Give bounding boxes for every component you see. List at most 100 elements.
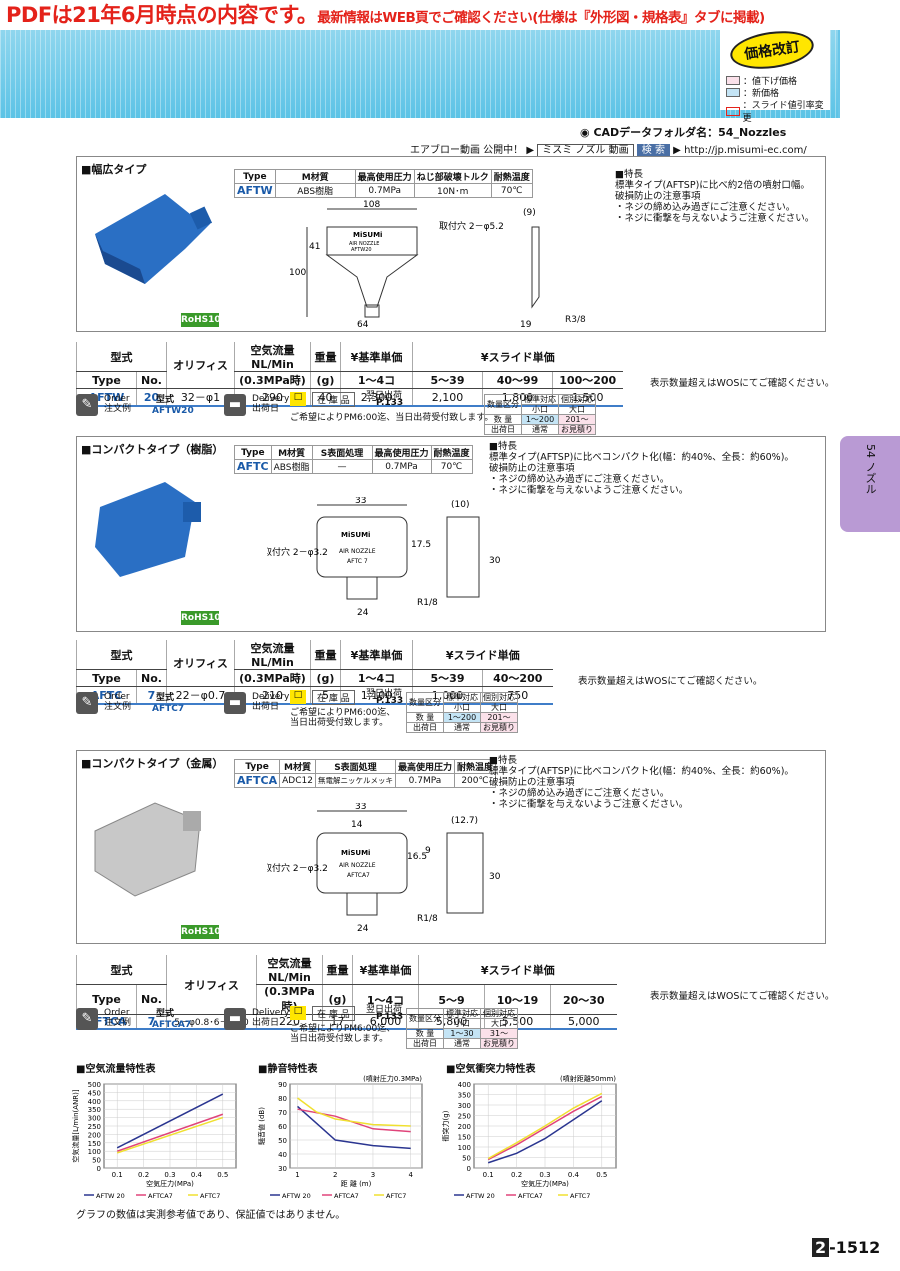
dim: 64 (357, 320, 369, 329)
legend-label: AFTW 20 (466, 1192, 495, 1200)
delivery-truck-icon: ▬ (224, 394, 246, 416)
pv: 17 (322, 1014, 353, 1030)
page-ref[interactable]: P.133 (376, 696, 404, 706)
delivery-desc: ご希望によりPM6:00迄、当日出荷受付致します。 (290, 413, 494, 423)
rohs-badge: RoHS10 (181, 925, 221, 939)
y-tick-label: 400 (88, 1098, 101, 1106)
q: 通常 (443, 722, 481, 733)
header-edge (838, 30, 840, 118)
logo-sub: AIR NOZZLE (339, 548, 376, 555)
q: 個別対応 (480, 692, 518, 703)
x-tick-label: 3 (371, 1171, 375, 1179)
box-icon: □ (290, 1006, 306, 1020)
pv: 2,300 (340, 388, 413, 407)
chart-note: (噴射距離50mm) (560, 1074, 616, 1083)
x-axis-label: 空気圧力(MPa) (521, 1179, 569, 1188)
t: Delivery (252, 692, 290, 702)
order-example: AFTW20 (152, 406, 194, 416)
airblow-label: エアブロー動画 公開中！ (410, 145, 524, 156)
y-tick-label: 500 (88, 1081, 101, 1089)
dim: 33 (355, 497, 366, 506)
q: 大口 (480, 702, 518, 713)
legend-text-2: ：新価格 (743, 89, 780, 99)
y-tick-label: 50 (92, 1157, 101, 1165)
pv: 5,000 (550, 1014, 617, 1030)
top-banner: PDFは21年6月時点の内容です。最新情報はWEB頁でご確認ください(仕様は『外… (0, 0, 900, 30)
y-tick-label: 30 (278, 1165, 287, 1173)
pv: 22－φ0.7 (166, 686, 235, 705)
legend-text-3: ：スライド値引率変更 (742, 101, 824, 124)
chart-title: ■空気流量特性表 (76, 1064, 156, 1075)
order-example: AFTC7 (152, 704, 185, 714)
mat-h: Type (234, 169, 276, 184)
section-title: ■コンパクトタイプ（樹脂） (81, 443, 224, 456)
ph: 重量 (310, 342, 341, 372)
dim: 108 (363, 200, 380, 210)
ph: No. (136, 371, 167, 389)
side-tab[interactable]: 54 ノズル (840, 436, 900, 532)
q: 1～30 (443, 1028, 481, 1039)
dim: 24 (357, 924, 369, 934)
page-ref[interactable]: P.133 (376, 1012, 404, 1022)
y-axis-label: 騒音値 (dB) (257, 1107, 266, 1145)
page-num: -1512 (829, 1238, 881, 1257)
hole-label: 取付穴 2－φ5.2 (439, 220, 504, 232)
ph: No. (136, 669, 167, 687)
ph: オリフィス (166, 640, 235, 687)
q: お見積り (480, 1038, 518, 1049)
next-day: 翌日出荷 (366, 391, 403, 401)
order-icon: ✎ (76, 1008, 98, 1030)
x-tick-label: 0.5 (217, 1171, 228, 1179)
x-tick-label: 2 (333, 1171, 337, 1179)
mat-v: 10N･m (413, 183, 492, 198)
ph: 空気流量NL/Min (256, 955, 323, 985)
dim: 100 (289, 268, 306, 278)
legend-label: AFTW 20 (96, 1192, 125, 1200)
page-ref[interactable]: P.133 (376, 398, 404, 408)
ph: 20～30 (550, 984, 617, 1015)
next-day: 翌日出荷 (366, 689, 403, 699)
pv: 32－φ1 (166, 388, 235, 407)
ph: 空気流量NL/Min (234, 342, 311, 372)
rohs-badge: RoHS10 (181, 611, 221, 625)
order-icon: ✎ (76, 692, 98, 714)
order-icon: ✎ (76, 394, 98, 416)
q: 標準対応 (443, 692, 481, 703)
section-title: ■コンパクトタイプ（金属） (81, 757, 224, 770)
y-tick-label: 250 (458, 1113, 471, 1121)
legend-swatch-2 (726, 88, 740, 97)
mat-v: 無電解ニッケルメッキ (314, 773, 396, 788)
q: 201～ (480, 712, 518, 723)
arrow-right-icon: ▶ (526, 145, 538, 156)
y-tick-label: 50 (462, 1155, 471, 1163)
drawing-aftca: 33 14 16.5 9 MiSUMi AIR NOZZLE AFTCA7 24… (267, 803, 501, 934)
series-line-aftw20 (297, 1105, 411, 1150)
arrow-right-icon: ▶ (673, 145, 681, 156)
ph: 空気流量NL/Min (234, 640, 311, 670)
cad-text: CADデータフォルダ名：54_Nozzles (593, 126, 787, 139)
mat-h: Type (234, 445, 272, 460)
wos-note: 表示数量超えはWOSにてご確認ください。 (650, 991, 835, 1002)
mat-v: ADC12 (279, 773, 316, 788)
dim: (12.7) (451, 816, 478, 826)
mat-v: ABS樹脂 (274, 183, 356, 198)
y-tick-label: 0 (467, 1165, 471, 1173)
x-tick-label: 4 (408, 1171, 413, 1179)
section-title: ■幅広タイプ (81, 163, 147, 176)
legend-text-1: ：値下げ価格 (743, 77, 798, 87)
url-link[interactable]: http://jp.misumi-ec.com/ (684, 145, 807, 156)
y-tick-label: 400 (458, 1081, 471, 1089)
logo-text: MiSUMi (341, 849, 370, 857)
x-tick-label: 0.2 (138, 1171, 149, 1179)
t: Order (104, 692, 130, 702)
series-line-aftw20 (487, 1100, 603, 1164)
